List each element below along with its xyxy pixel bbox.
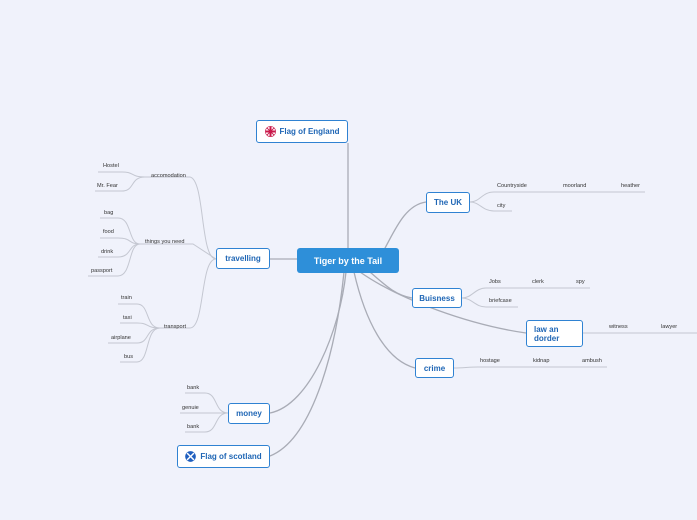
leaf-taxi[interactable]: taxi — [123, 315, 132, 321]
leaf-city[interactable]: city — [497, 203, 506, 209]
topic-crime[interactable]: crime — [415, 358, 454, 378]
leaf-clerk[interactable]: clerk — [532, 279, 544, 285]
topic-the-uk[interactable]: The UK — [426, 192, 470, 213]
uk-flag-icon — [264, 126, 276, 137]
topic-label: Flag of scotland — [200, 452, 262, 461]
leaf-moorland[interactable]: moorland — [563, 183, 587, 189]
topic-business[interactable]: Buisness — [412, 288, 462, 308]
topic-money[interactable]: money — [228, 403, 270, 424]
leaf-countryside[interactable]: Countryside — [497, 183, 527, 189]
topic-law-and-order[interactable]: law an dorder — [526, 320, 583, 347]
leaf-bank[interactable]: bank — [187, 385, 200, 391]
leaf-passport[interactable]: passport — [91, 268, 113, 274]
topic-flag-of-england[interactable]: Flag of England — [256, 120, 348, 143]
leaf-food[interactable]: food — [103, 229, 114, 235]
leaf-witness[interactable]: witness — [609, 324, 628, 330]
leaf-jobs[interactable]: Jobs — [489, 279, 501, 285]
leaf-spy[interactable]: spy — [576, 279, 585, 285]
topic-label: Flag of England — [279, 127, 340, 136]
leaf-train[interactable]: train — [121, 295, 132, 301]
leaf-hostage[interactable]: hostage — [480, 358, 500, 364]
topic-flag-of-scotland[interactable]: Flag of scotland — [177, 445, 270, 468]
leaf-lawyer[interactable]: lawyer — [661, 324, 678, 330]
leaf-bank[interactable]: bank — [187, 424, 200, 430]
leaf-drink[interactable]: drink — [101, 249, 114, 255]
leaf-transport[interactable]: transport — [164, 324, 187, 330]
topic-travelling[interactable]: travelling — [216, 248, 270, 269]
leaf-accomodation[interactable]: accomodation — [151, 173, 186, 179]
leaf-ambush[interactable]: ambush — [582, 358, 602, 364]
scotland-flag-icon — [185, 451, 197, 462]
leaf-things-you-need[interactable]: things you need — [145, 239, 185, 245]
leaf-genuie[interactable]: genuie — [182, 405, 199, 411]
root-topic[interactable]: Tiger by the Tail — [297, 248, 399, 273]
leaf-heather[interactable]: heather — [621, 183, 640, 189]
leaf-briefcase[interactable]: briefcase — [489, 298, 512, 304]
leaf-bag[interactable]: bag — [104, 210, 114, 216]
leaf-mr-fear[interactable]: Mr. Fear — [97, 183, 118, 189]
leaf-bus[interactable]: bus — [124, 354, 134, 360]
leaf-hostel[interactable]: Hostel — [103, 163, 119, 169]
leaf-kidnap[interactable]: kidnap — [533, 358, 550, 364]
leaf-airplane[interactable]: airplane — [111, 335, 131, 341]
